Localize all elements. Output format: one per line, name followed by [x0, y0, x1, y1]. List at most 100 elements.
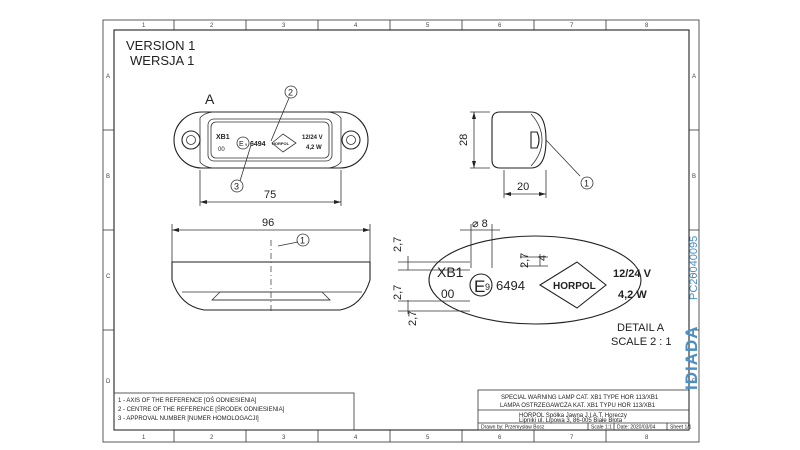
zone-label: 6	[498, 435, 502, 441]
dim-width-75: 75	[264, 189, 276, 201]
detail-sub: 00	[441, 287, 455, 301]
arrowhead	[539, 192, 546, 196]
detail-approval: 6494	[496, 278, 525, 293]
lens-brand: HORPOL	[272, 141, 290, 146]
top-view-body	[199, 111, 342, 169]
arrowhead	[172, 228, 179, 232]
dim-height-28: 28	[458, 134, 470, 146]
zone-label: 5	[426, 435, 430, 441]
zone-labels-top: 1 2 3 4 5 6 7 8	[142, 23, 649, 29]
zone-labels-right: A B C D	[692, 74, 697, 385]
zone-label: 7	[570, 23, 574, 29]
balloon-1-label: 1	[584, 179, 589, 189]
zone-label: B	[692, 174, 696, 180]
detail-title: DETAIL A	[617, 322, 665, 334]
stamp-code: PC20040095	[688, 236, 700, 300]
lens-voltage: 12/24 V	[302, 135, 323, 141]
side-view-profile	[491, 111, 547, 169]
version-label-en: VERSION 1	[126, 38, 195, 53]
detail-dim-extensions	[398, 254, 548, 314]
balloon-1-label: 1	[300, 236, 305, 246]
lens-e-mark-number: 9	[245, 142, 248, 147]
arrowhead	[363, 228, 370, 232]
left-mount-hole-inner	[186, 135, 196, 145]
zone-label: 3	[282, 23, 286, 29]
title-en: SPECIAL WARNING LAMP CAT. XB1 TYPE HOR 1…	[501, 395, 659, 401]
zone-labels-left: A B C D	[106, 74, 111, 385]
dim-length-96: 96	[262, 217, 274, 229]
leader-1	[545, 139, 581, 177]
sheet-outer-border	[102, 19, 700, 443]
detail-e-mark-number: 9	[485, 282, 490, 292]
top-view-lens	[207, 118, 333, 162]
zone-label: D	[106, 379, 111, 385]
dim-diameter-8: ⌀ 8	[472, 218, 488, 230]
dim-2-7-middle: 2,7	[519, 253, 531, 268]
detail-a-outline	[428, 235, 642, 325]
zone-label: C	[692, 274, 697, 280]
lens-power: 4,2 W	[306, 145, 322, 151]
zone-labels-bottom: 1 2 3 4 5 6 7 8	[142, 435, 649, 441]
dim-2-7-mark: 2,7	[392, 285, 404, 300]
stamp-brand: IDIADA	[682, 325, 701, 390]
top-view: A XB1 00 E 9 6494 HORPOL 12/24 V 4,2 W 2…	[173, 85, 369, 206]
detail-class: XB1	[437, 264, 464, 280]
zone-label: A	[692, 74, 696, 80]
balloon-3-label: 3	[234, 182, 239, 192]
detail-brand: HORPOL	[553, 281, 596, 292]
arrowhead	[334, 200, 341, 204]
approval-stamp: PC20040095 IDIADA	[682, 236, 701, 390]
detail-e-mark-circle	[469, 273, 493, 297]
zone-label: 2	[210, 23, 214, 29]
balloon-1	[580, 176, 594, 190]
leader-1	[277, 241, 299, 247]
company-address: Lipniki ul. Lipowa 3, 86-005 Białe Błota	[519, 418, 623, 424]
dim-2-7-upper: 2,7	[392, 237, 404, 252]
legend-box: 1 - AXIS OF THE REFERENCE [OŚ ODNIESIENI…	[113, 392, 355, 431]
zone-label: 7	[570, 435, 574, 441]
arrowhead	[504, 192, 511, 196]
zone-label: D	[692, 379, 697, 385]
zone-label: 8	[645, 23, 649, 29]
detail-scale: SCALE 2 : 1	[611, 336, 672, 348]
zone-label: 6	[498, 23, 502, 29]
zone-label: A	[106, 74, 110, 80]
version-label-pl: WERSJA 1	[130, 53, 194, 68]
brand-diamond	[271, 133, 297, 153]
lens-e-mark: E	[239, 141, 244, 148]
zone-label: 2	[210, 435, 214, 441]
top-view-lens-inner	[210, 121, 330, 159]
zone-label: C	[106, 274, 111, 280]
front-view: 1 96	[171, 217, 371, 312]
arrowhead	[472, 161, 476, 168]
lens-sub: 00	[218, 147, 225, 153]
legend-item-2: 2 - CENTRE OF THE REFERENCE [ŚRODEK ODNI…	[118, 405, 285, 413]
leader-2	[270, 97, 290, 142]
zone-label: 4	[354, 23, 358, 29]
detail-power: 4,2 W	[618, 289, 647, 301]
right-mount-hole	[341, 130, 361, 150]
balloon-3	[230, 179, 244, 193]
title-block: SPECIAL WARNING LAMP CAT. XB1 TYPE HOR 1…	[477, 389, 692, 431]
leader-3	[239, 144, 252, 182]
date: Date: 2020/03/04	[617, 425, 656, 431]
side-view-lens-cut	[530, 131, 540, 149]
sheet-number: Sheet 1/1	[670, 425, 692, 431]
dim-4: 4	[537, 255, 549, 261]
balloon-2-label: 2	[288, 88, 293, 98]
zone-label: 8	[645, 435, 649, 441]
e-mark-circle	[236, 136, 250, 150]
right-mount-hole-inner	[346, 135, 356, 145]
zone-label: 3	[282, 435, 286, 441]
company-name: HORPOL Spółka Jawna J.I.A.T. Horeczy	[519, 413, 627, 419]
side-view-curve	[530, 113, 543, 167]
scale: Scale 1:1	[591, 425, 612, 431]
detail-e-mark: E	[474, 277, 485, 296]
detail-voltage: 12/24 V	[613, 268, 652, 280]
detail-brand-diamond	[538, 261, 607, 309]
arrowhead	[200, 200, 207, 204]
arrowhead	[472, 112, 476, 119]
left-mount-hole	[181, 130, 201, 150]
balloon-2	[284, 85, 298, 99]
zone-ticks	[103, 20, 699, 442]
